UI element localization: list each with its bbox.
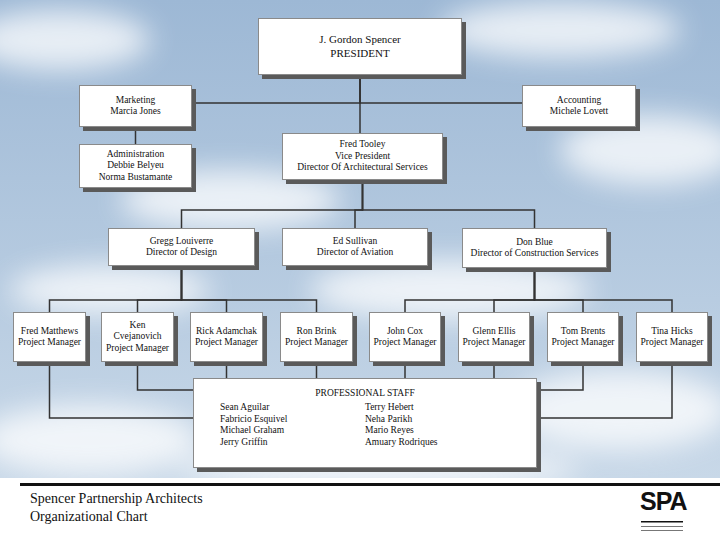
position-box: Fred TooleyVice PresidentDirector Of Arc… — [282, 133, 443, 180]
cloud — [310, 260, 590, 320]
cloud — [10, 265, 210, 315]
box-text: Mario Reyes — [365, 425, 510, 436]
box-text: Director Of Architectural Services — [297, 162, 428, 173]
position-box: AdministrationDebbie BelyeuNorma Bustama… — [79, 144, 192, 188]
box-heading: Tom Brents — [561, 326, 605, 337]
org-connector — [50, 266, 182, 312]
org-connector — [535, 268, 584, 312]
box-heading: Fred Matthews — [21, 326, 78, 337]
org-connector — [537, 362, 672, 418]
box-heading: Ed Sullivan — [333, 236, 378, 247]
box-text: Michael Graham — [220, 425, 365, 436]
box-text: Project Manager — [551, 337, 614, 348]
box-text: Neha Parikh — [365, 414, 510, 425]
org-connector — [50, 362, 194, 418]
box-text: Project Manager — [106, 343, 169, 354]
org-connector — [138, 362, 194, 390]
cloud — [510, 370, 720, 450]
position-box: Rick AdamchakProject Manager — [190, 312, 263, 362]
clouds — [0, 2, 720, 490]
position-box: Don BlueDirector of Construction Service… — [462, 228, 607, 268]
box-text: Marcia Jones — [110, 106, 160, 117]
box-heading: Ron Brink — [297, 326, 337, 337]
org-connector — [493, 362, 495, 378]
box-text: Vice President — [335, 151, 390, 162]
org-connector — [138, 266, 182, 312]
box-heading: Administration — [107, 149, 165, 160]
box-text: Project Manager — [285, 337, 348, 348]
org-connector — [537, 362, 583, 390]
position-box: Glenn EllisProject Manager — [458, 312, 530, 362]
box-heading: Rick Adamchak — [196, 326, 257, 337]
org-connector — [355, 180, 363, 228]
staff-box: PROFESSIONAL STAFF Sean AguilarTerry Hebe… — [193, 378, 537, 468]
org-connector — [359, 75, 361, 133]
position-box: MarketingMarcia Jones — [79, 85, 192, 127]
position-box: Tom BrentsProject Manager — [547, 312, 619, 362]
org-connector — [363, 180, 535, 228]
box-heading: Don Blue — [516, 237, 553, 248]
position-box: Fred MatthewsProject Manager — [13, 312, 86, 362]
org-connector — [405, 268, 535, 312]
org-connector — [182, 266, 227, 312]
box-text: Terry Hebert — [365, 402, 510, 413]
box-text: Fabricio Esquivel — [220, 414, 365, 425]
cloud — [0, 10, 150, 70]
box-text: Project Manager — [373, 337, 436, 348]
box-text: Project Manager — [640, 337, 703, 348]
org-connector — [182, 266, 317, 312]
position-box: Tina HicksProject Manager — [636, 312, 708, 362]
org-connector — [192, 75, 360, 103]
box-text: Director of Design — [146, 247, 217, 258]
box-heading: Marketing — [116, 95, 156, 106]
chart-title: Spencer Partnership Architects Organizat… — [30, 490, 245, 526]
position-box: Gregg LouiverreDirector of Design — [108, 228, 255, 266]
box-heading: J. Gordon Spencer — [319, 33, 401, 46]
box-text: Project Manager — [195, 337, 258, 348]
org-connector — [316, 362, 318, 378]
position-box: Ken CvejanovichProject Manager — [101, 312, 174, 362]
box-heading: Fred Tooley — [340, 139, 386, 150]
box-text: Jerry Griffin — [220, 437, 365, 448]
box-text: Sean Aguilar — [220, 402, 365, 413]
logo-rule — [641, 530, 683, 531]
box-text: Michele Lovett — [550, 106, 608, 117]
box-heading: Ken Cvejanovich — [105, 320, 170, 343]
logo-text: SPA — [640, 489, 687, 514]
cloud — [440, 2, 680, 58]
position-box: J. Gordon SpencerPRESIDENT — [258, 18, 462, 75]
box-text: Director of Aviation — [317, 247, 393, 258]
box-text: Director of Construction Services — [471, 248, 599, 259]
org-connector — [226, 362, 228, 378]
position-box: Ron BrinkProject Manager — [280, 312, 353, 362]
logo-rule — [641, 526, 683, 527]
footer-ground — [0, 478, 720, 540]
name-grid: Sean AguilarTerry HebertFabricio Esquive… — [220, 402, 510, 448]
box-heading: Tina Hicks — [651, 326, 693, 337]
logo-rule — [641, 521, 683, 523]
org-connector — [494, 268, 535, 312]
org-connector — [135, 127, 137, 144]
box-text: Project Manager — [18, 337, 81, 348]
org-connector — [404, 362, 406, 378]
position-box: Ed SullivanDirector of Aviation — [282, 228, 428, 266]
box-heading: PROFESSIONAL STAFF — [315, 388, 414, 399]
position-box: AccountingMichele Lovett — [522, 85, 636, 127]
org-connector — [360, 75, 522, 103]
cloud — [0, 405, 200, 475]
box-text: PRESIDENT — [330, 47, 389, 60]
box-text: Debbie Belyeu — [107, 160, 164, 171]
box-heading: John Cox — [387, 326, 423, 337]
position-box: John CoxProject Manager — [369, 312, 441, 362]
box-text: Amuary Rodriques — [365, 437, 510, 448]
box-heading: Accounting — [557, 95, 601, 106]
box-text: Project Manager — [462, 337, 525, 348]
org-connector — [182, 180, 363, 228]
org-connector — [535, 268, 673, 312]
footer-rule — [20, 483, 720, 486]
box-heading: Glenn Ellis — [472, 326, 515, 337]
box-heading: Gregg Louiverre — [150, 236, 214, 247]
box-text: Norma Bustamante — [99, 172, 173, 183]
